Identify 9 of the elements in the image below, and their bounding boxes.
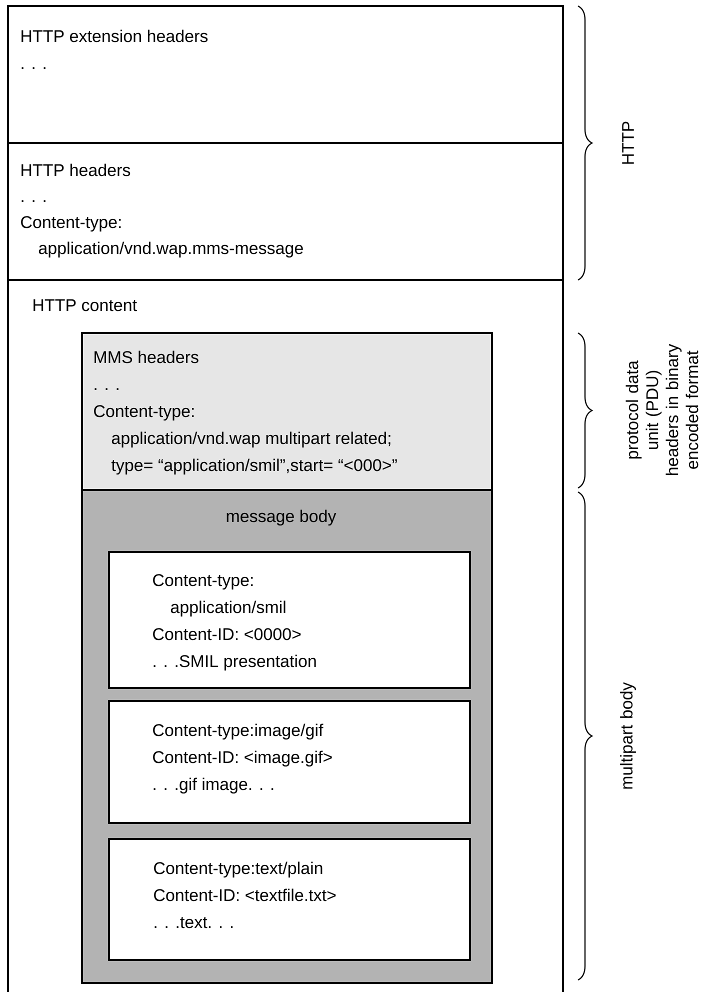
- header-section: HTTP extension headers . . .: [7, 5, 564, 144]
- brace-label: multipart body: [620, 682, 636, 789]
- header-section: MMS headers . . . Content-type: application/vnd.wap multipart related; type= “application/smil”,start= “<000>”: [81, 332, 493, 491]
- part-box: Content-type: application/smil Content-ID: <0000> . . .SMIL presentation: [108, 551, 471, 689]
- header-section: HTTP headers . . . Content-type: application/vnd.wap.mms-message: [7, 142, 564, 281]
- part-box: Content-type:text/plain Content-ID: <textfile.txt> . . .text. . .: [108, 838, 471, 961]
- part-box: Content-type:image/gif Content-ID: <image.gif> . . .gif image. . .: [108, 700, 471, 824]
- brace-label: protocol data unit (PDU) headers in binary encoded format: [626, 344, 698, 475]
- brace-label: HTTP: [622, 122, 634, 164]
